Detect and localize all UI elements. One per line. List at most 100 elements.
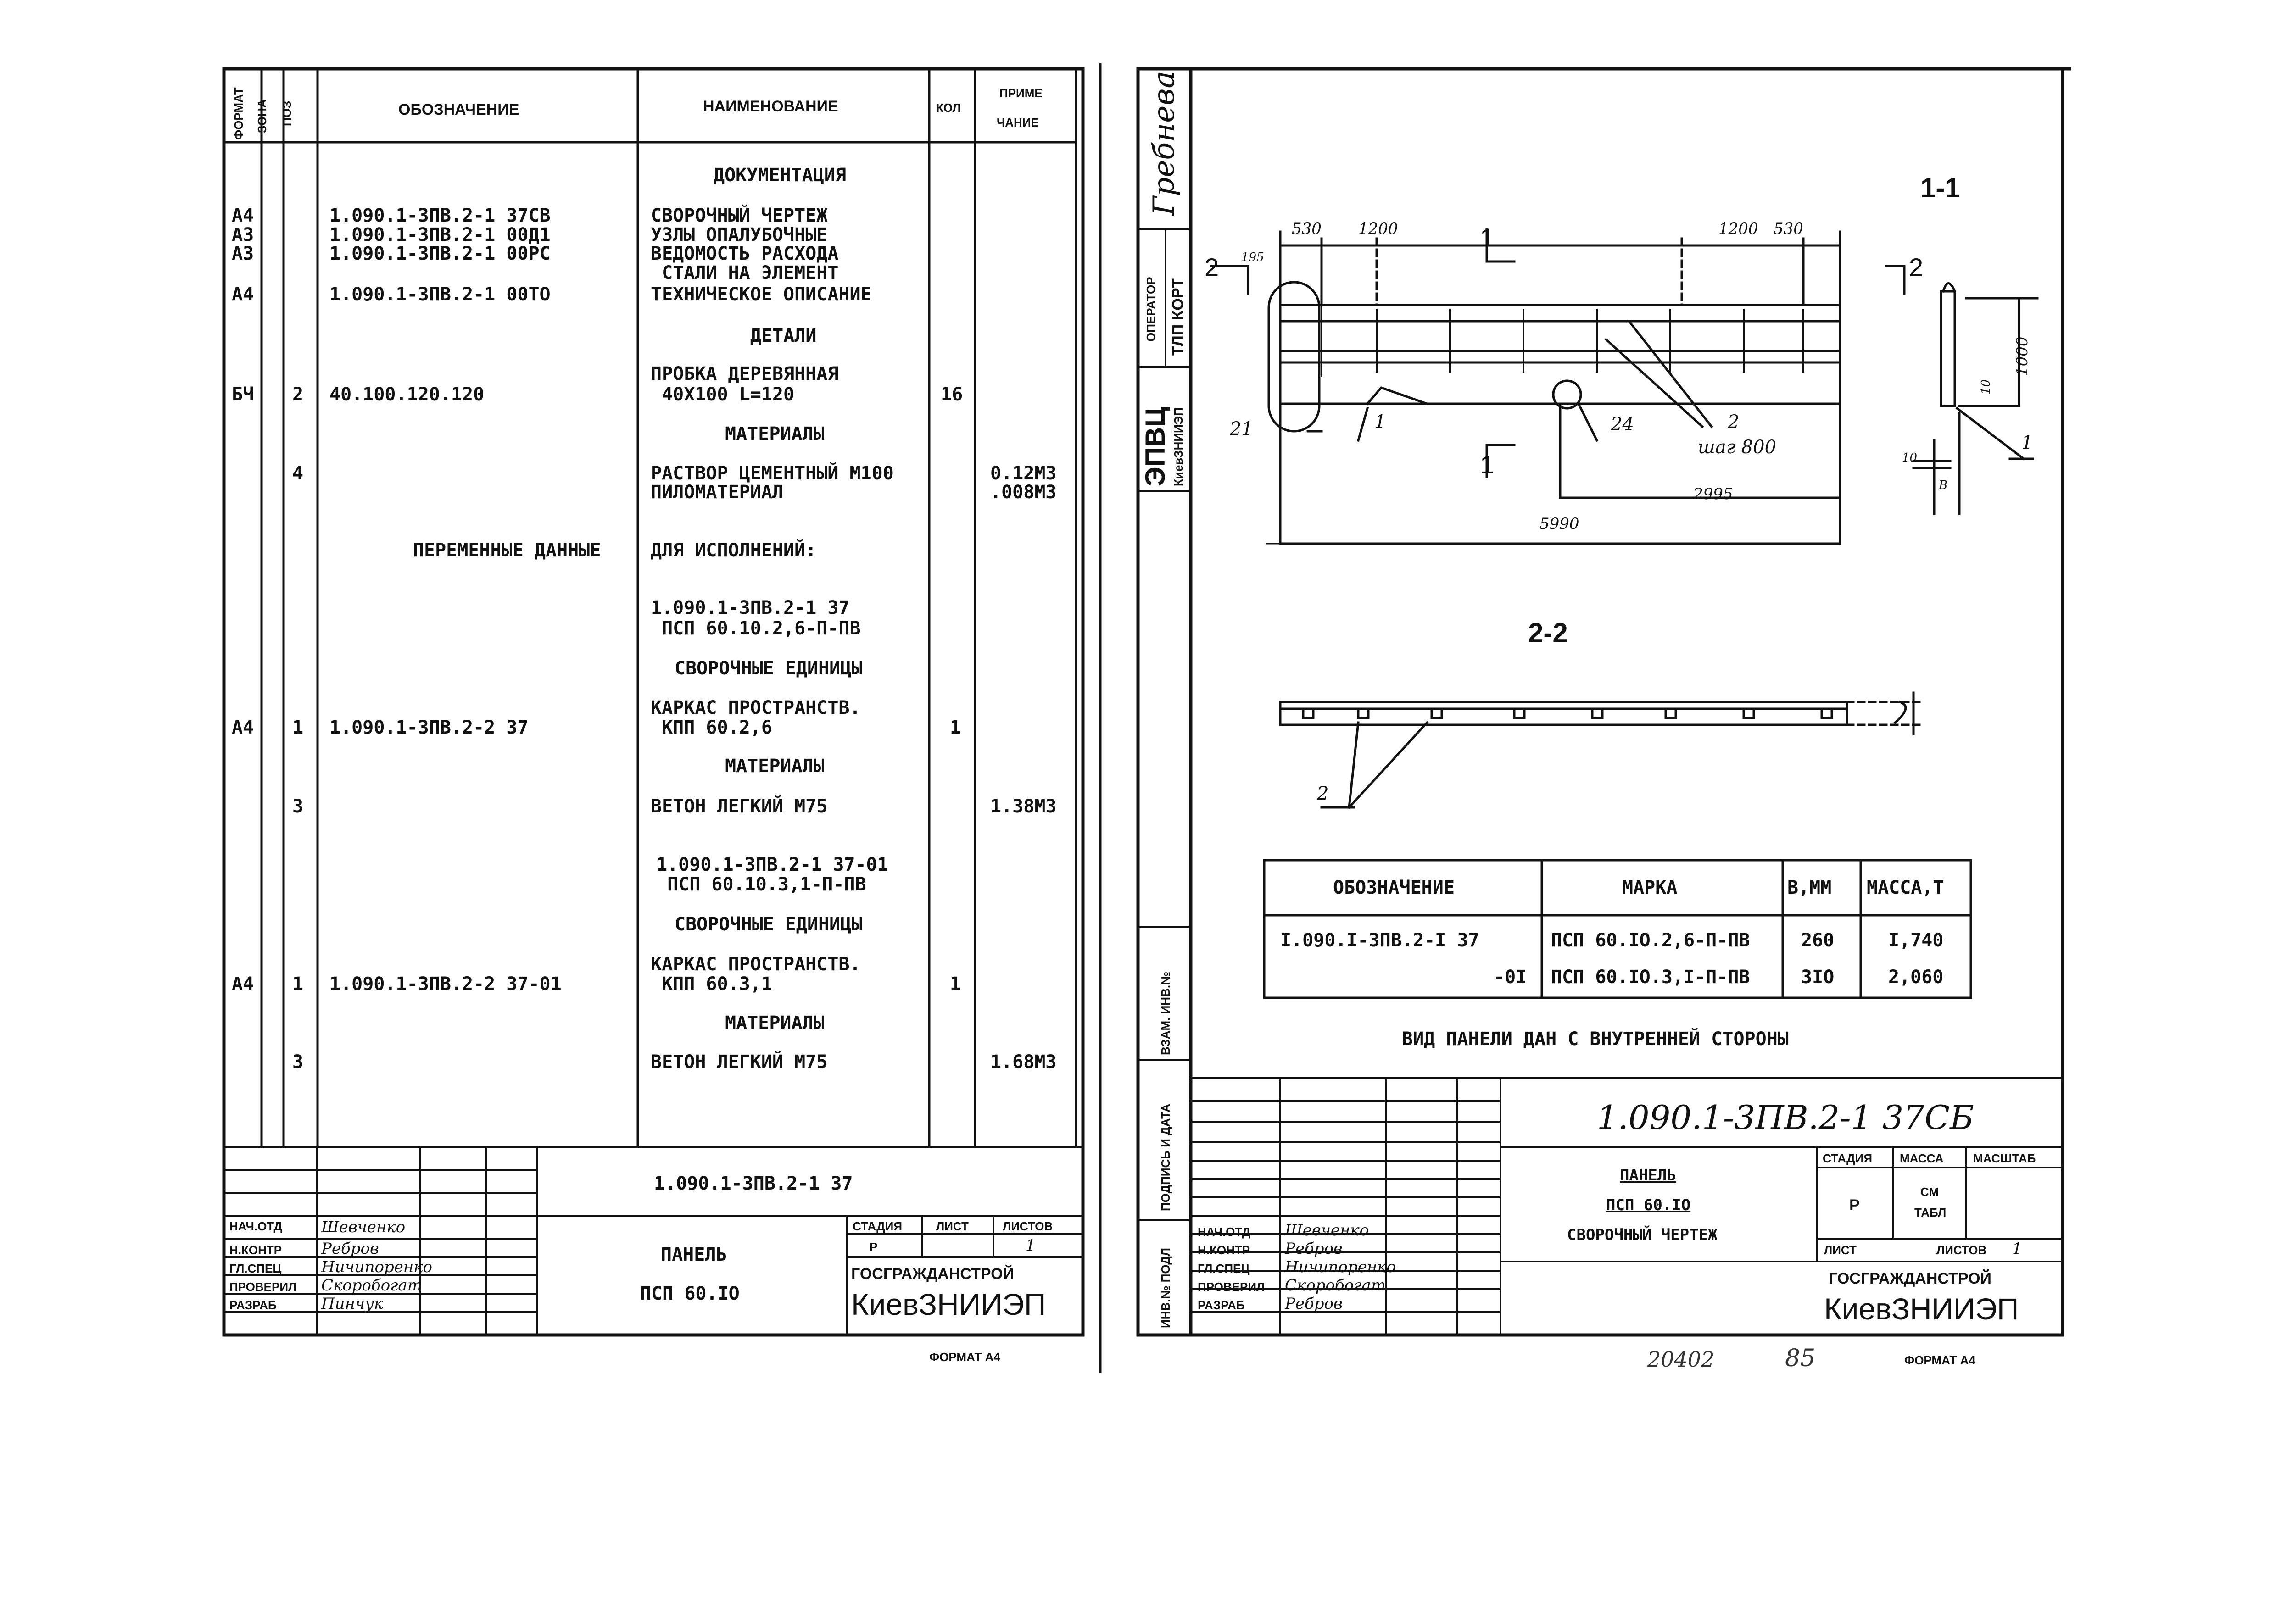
spec-format: А4 xyxy=(232,717,254,738)
spec-qty: 1 xyxy=(950,973,961,995)
spec-name: РАСТВОР ЦЕМЕНТНЫЙ М100 xyxy=(651,463,894,484)
header-format: ФОРМАТ xyxy=(232,87,245,140)
signer-name: Ребров xyxy=(321,1240,379,1258)
spec-name: ПИЛОМАТЕРИАЛ xyxy=(651,482,783,503)
left-title-grid xyxy=(223,1146,1084,1336)
right-sheet-frame xyxy=(1136,67,2071,1337)
table-cell: I.090.I-3ПВ.2-I 37 xyxy=(1280,930,1479,951)
callout-label: шаг 800 xyxy=(1698,437,1777,458)
spec-name: ПСП 60.10.2,6-П-ПВ xyxy=(651,618,861,639)
footer-number-1: 20402 xyxy=(1647,1347,1715,1372)
side-field-orig: ИНВ.№ ПОДЛ xyxy=(1159,1247,1172,1328)
right-mass-value-2: ТАБЛ xyxy=(1914,1206,1947,1219)
spec-name: ТЕХНИЧЕСКОЕ ОПИСАНИЕ xyxy=(651,284,872,305)
signer-name: Ничипоренко xyxy=(1285,1258,1396,1276)
header-zone: ЗОНА xyxy=(255,99,269,133)
role-label: НАЧ.ОТД xyxy=(229,1219,283,1233)
spec-name: ПСП 60.10.3,1-П-ПВ xyxy=(656,874,866,895)
cut-label: 1 xyxy=(1480,223,1495,252)
signer-name: Ребров xyxy=(1285,1240,1343,1258)
dim-label: 10 xyxy=(1902,451,1918,465)
right-doc-code: 1.090.1-3ПВ.2-1 37СБ xyxy=(1597,1098,1974,1137)
right-stage-label: СТАДИЯ xyxy=(1823,1151,1873,1165)
spec-designation: 1.090.1-3ПВ.2-1 00ТО xyxy=(329,284,551,305)
spec-name: КПП 60.3,1 xyxy=(651,973,772,995)
right-org-line-1: ГОСГРАЖДАНСТРОЙ xyxy=(1829,1270,1991,1287)
spec-format: А4 xyxy=(232,973,254,995)
left-org-line-2: КиевЗНИИЭП xyxy=(851,1287,1046,1321)
role-label: ГЛ.СПЕЦ xyxy=(229,1262,282,1275)
spec-section-title: ДОКУМЕНТАЦИЯ xyxy=(714,165,846,186)
callout-label: 2 xyxy=(1317,783,1329,804)
table-cell: ПСП 60.IO.2,6-П-ПВ xyxy=(1551,930,1750,951)
right-product-line-2: ПСП 60.IO xyxy=(1606,1196,1691,1214)
spec-designation: 1.090.1-3ПВ.2-1 37СВ xyxy=(329,205,551,226)
dim-label: В xyxy=(1939,478,1948,492)
right-scale-label: МАСШТАБ xyxy=(1973,1151,2036,1165)
table-cell: ПСП 60.IO.3,I-П-ПВ xyxy=(1551,967,1750,988)
left-stage-value: Р xyxy=(870,1240,878,1254)
spec-section-title: МАТЕРИАЛЫ xyxy=(725,1012,825,1034)
left-org-line-1: ГОСГРАЖДАНСТРОЙ xyxy=(851,1265,1014,1283)
signer-name: Ничипоренко xyxy=(321,1258,433,1276)
spec-designation: ПЕРЕМЕННЫЕ ДАННЫЕ xyxy=(413,540,601,561)
spec-name: УЗЛЫ ОПАЛУБОЧНЫЕ xyxy=(651,224,828,245)
panel-elevation xyxy=(1210,228,1906,545)
dim-label: 1200 xyxy=(1718,220,1758,238)
side-operator-value: ТЛП КОРТ xyxy=(1169,278,1187,356)
side-field-inv: ВЗАМ. ИНВ.№ xyxy=(1159,971,1172,1055)
role-label: Н.КОНТР xyxy=(229,1243,282,1257)
signer-name: Пинчук xyxy=(321,1295,384,1313)
right-stage-value: Р xyxy=(1849,1196,1860,1214)
spec-format: А3 xyxy=(232,224,254,245)
right-sheets-label: ЛИСТОВ xyxy=(1936,1243,1987,1257)
side-operator-label: ОПЕРАТОР xyxy=(1144,277,1158,342)
spec-note: 0.12М3 xyxy=(990,463,1057,484)
right-side-grid xyxy=(1137,228,1192,1221)
spec-format: А4 xyxy=(232,205,254,226)
spec-pos: 4 xyxy=(292,463,304,484)
callout-label: 21 xyxy=(1230,418,1253,439)
spec-format: БЧ xyxy=(232,384,254,405)
dim-label: 530 xyxy=(1774,220,1803,238)
view-note: ВИД ПАНЕЛИ ДАН С ВНУТРЕННЕЙ СТОРОНЫ xyxy=(1402,1029,1789,1050)
callout-label: 1 xyxy=(1374,412,1386,433)
spec-designation: 1.090.1-3ПВ.2-2 37 xyxy=(329,717,529,738)
table-cell: 260 xyxy=(1801,930,1835,951)
spec-name: ВЕДОМОСТЬ РАСХОДА xyxy=(651,243,839,264)
anchor-marks xyxy=(1321,297,1804,377)
header-designation: ОБОЗНАЧЕНИЕ xyxy=(398,101,519,118)
side-stamp-sub: КиевЗНИИЭП xyxy=(1171,407,1185,486)
table-header: ОБОЗНАЧЕНИЕ xyxy=(1333,877,1455,898)
side-signature: Гребнева xyxy=(1147,71,1181,216)
right-product-line-3: СВОРОЧНЫЙ ЧЕРТЕЖ xyxy=(1567,1226,1718,1244)
table-header: В,ММ xyxy=(1787,877,1832,898)
signer-name: Скоробогат xyxy=(321,1276,422,1295)
spec-pos: 2 xyxy=(292,384,304,405)
signer-name: Шевченко xyxy=(1285,1221,1369,1240)
spec-pos: 3 xyxy=(292,796,304,817)
right-sheet-label: ЛИСТ xyxy=(1824,1243,1857,1257)
table-header: МАССА,Т xyxy=(1867,877,1944,898)
spec-section-title: МАТЕРИАЛЫ xyxy=(725,423,825,445)
signer-name: Скоробогат xyxy=(1285,1276,1386,1295)
table-cell: 2,060 xyxy=(1888,967,1944,988)
spec-designation: 1.090.1-3ПВ.2-2 37-01 xyxy=(329,973,562,995)
spec-section-title: СВОРОЧНЫЕ ЕДИНИЦЫ xyxy=(675,914,863,935)
role-label: РАЗРАБ xyxy=(1198,1298,1245,1312)
dim-label: 530 xyxy=(1292,220,1322,238)
dim-label: 1000 xyxy=(2013,336,2031,376)
role-label: НАЧ.ОТД xyxy=(1198,1225,1251,1239)
signer-name: Ребров xyxy=(1285,1295,1343,1313)
left-doc-code: 1.090.1-3ПВ.2-1 37 xyxy=(654,1173,853,1194)
spec-designation: 40.100.120.120 xyxy=(329,384,485,405)
right-mass-value-1: СМ xyxy=(1920,1185,1939,1199)
spec-pos: 1 xyxy=(292,973,304,995)
spec-designation: 1.090.1-3ПВ.2-1 00РС xyxy=(329,243,551,264)
right-title-grid xyxy=(1189,1077,2064,1336)
role-label: ПРОВЕРИЛ xyxy=(229,1280,297,1294)
spec-name: 1.090.1-3ПВ.2-1 37 xyxy=(651,597,850,618)
spec-name: 40X100 L=120 xyxy=(651,384,795,405)
section-2-2 xyxy=(1279,691,1924,809)
